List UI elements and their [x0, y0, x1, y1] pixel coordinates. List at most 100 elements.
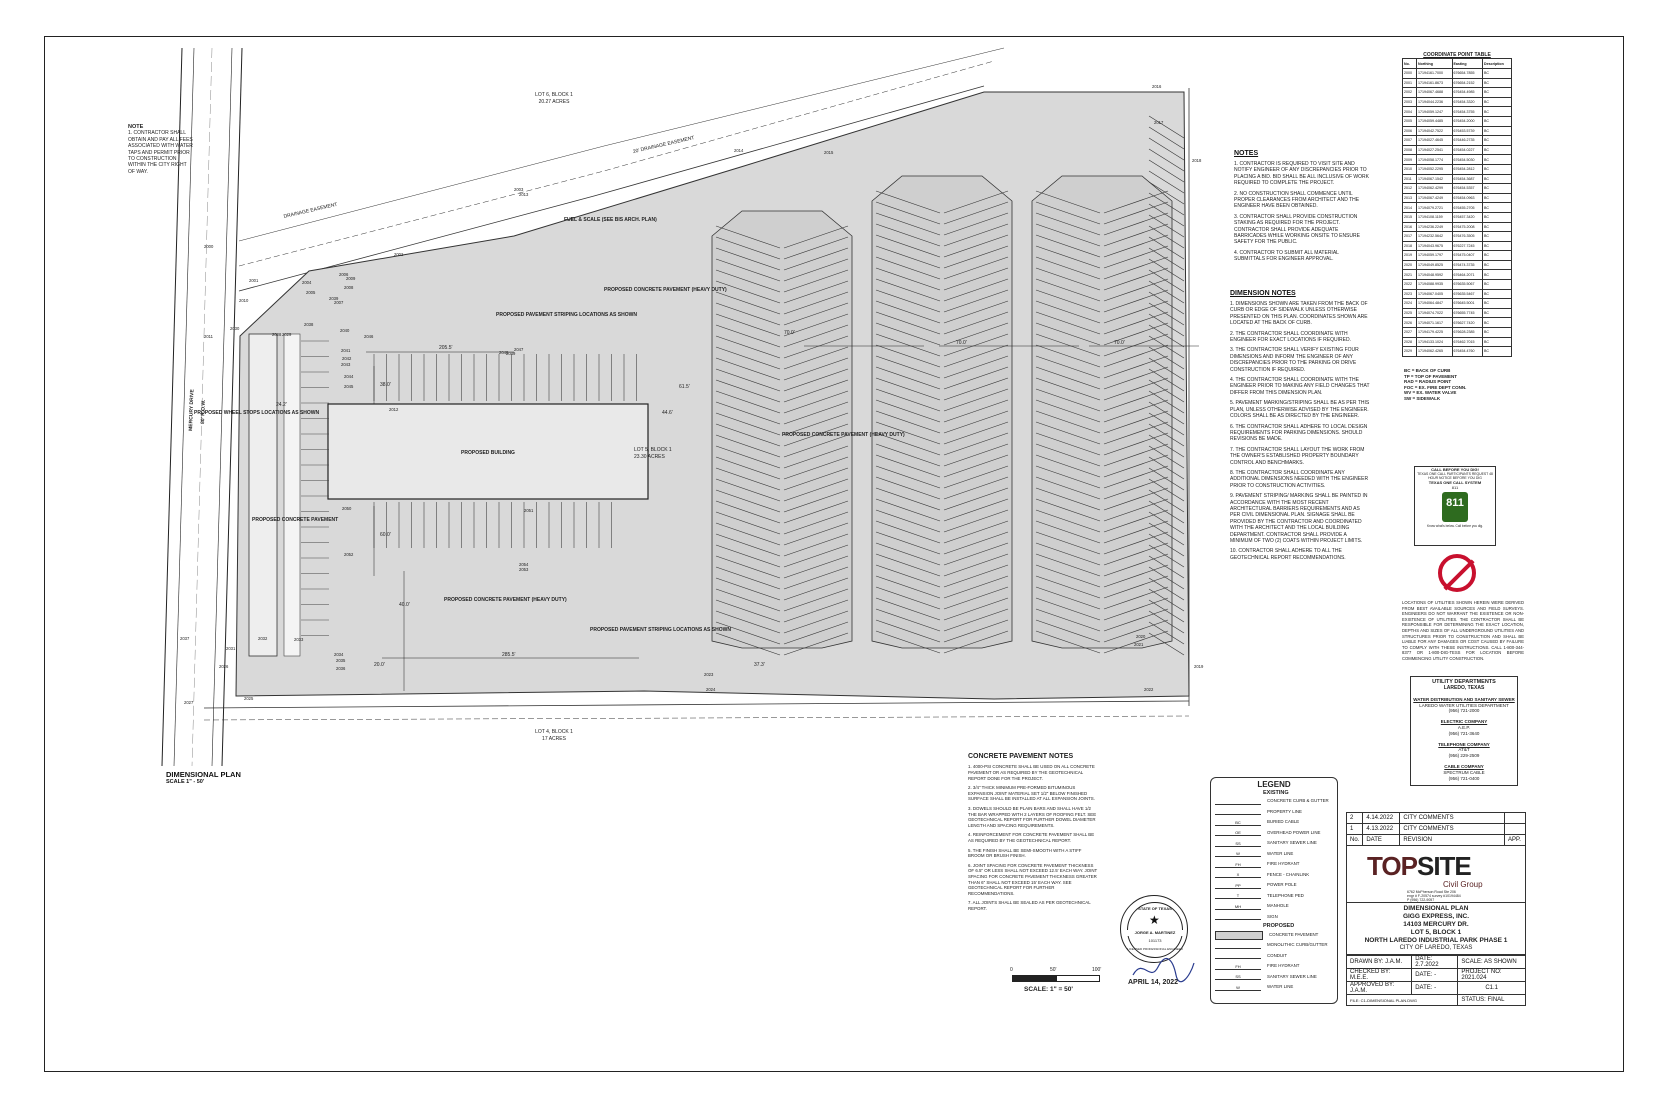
legend-symbol [1215, 914, 1261, 921]
wheel-stops-label: PROPOSED WHEEL STOPS LOCATIONS AS SHOWN [194, 410, 319, 416]
engineer-signature-icon [1132, 957, 1195, 983]
notes-block: NOTES 1. CONTRACTOR IS REQUIRED TO VISIT… [1234, 150, 1369, 263]
plan-labels: LOT 6, BLOCK 1 20.27 ACRES 20' DRAINAGE … [188, 92, 1125, 742]
trailer-stall-line [715, 379, 781, 403]
point-label: 2018 [1192, 158, 1202, 163]
trailer-stall-line [943, 344, 1009, 368]
trailer-stall-line [715, 236, 781, 260]
dim-note-1: 1. DIMENSIONS SHOWN ARE TAKEN FROM THE B… [1230, 301, 1368, 327]
trailer-stall-group [715, 225, 849, 656]
east-stall-group [1148, 115, 1185, 656]
call811-badge-text: 811 [1446, 497, 1464, 509]
utility-org: SPECTRUM CABLE [1443, 769, 1485, 775]
trailer-stall-line [1148, 489, 1185, 513]
trailer-stall-line [1103, 454, 1169, 478]
coord-col-easting: Easting [1451, 58, 1484, 69]
point-label: 2021 [1134, 642, 1144, 647]
lot-north-area: 20.27 ACRES [539, 99, 571, 105]
trailer-stall-line [1035, 476, 1101, 500]
coord-cell: 676454.4760 [1451, 346, 1484, 357]
trailer-stall-line [875, 311, 941, 335]
trailer-stall-line [1148, 335, 1185, 359]
drawn-date: DATE: 2.7.2022 [1411, 955, 1459, 969]
coord-cell: 17194133.1024 [1415, 336, 1453, 348]
building-label: PROPOSED BUILDING [461, 450, 515, 456]
coord-cell: BC [1482, 96, 1512, 108]
trailer-stall-group [1035, 190, 1169, 654]
abbreviation-item: BC = BACK OF CURB [1404, 368, 1451, 373]
striping-label-2: PROPOSED PAVEMENT STRIPING LOCATIONS AS … [590, 627, 731, 633]
trailer-stall-line [1148, 599, 1185, 623]
trailer-stall-line [1103, 212, 1169, 236]
trailer-stall-line [1035, 289, 1101, 313]
dim-3: 70.0' [956, 340, 967, 346]
company-logo-icon: TOPSITE [1367, 851, 1472, 881]
legend-label: SIGN [1267, 913, 1278, 919]
coord-cell: 17194067.0405 [1415, 288, 1453, 300]
trailer-stall-line [875, 553, 941, 577]
coord-cell: 17194059.1797 [1415, 250, 1453, 261]
coord-cell: 2017 [1402, 231, 1417, 242]
coord-cell: 676628.2385 [1451, 327, 1484, 338]
dim-12: 20.0' [374, 662, 385, 668]
trailer-stall-line [1148, 632, 1185, 656]
trailer-island [711, 210, 853, 649]
trailer-stall-line [783, 522, 849, 546]
coord-cell: BC [1482, 183, 1512, 194]
trailer-stall-line [783, 324, 849, 348]
seal-name: JORGE A. MARTINEZ [1125, 930, 1185, 937]
pavement-note-item: 7. ALL JOINTS SHALL BE SEALED AS PER GEO… [968, 900, 1091, 911]
coordinate-point-table: COORDINATE POINT TABLE No. Northing East… [1402, 52, 1512, 357]
trailer-stall-line [1148, 423, 1185, 447]
notes-item-2: 2. NO CONSTRUCTION SHALL COMMENCE UNTIL … [1234, 190, 1360, 210]
trailer-stall-line [783, 423, 849, 447]
trailer-stall-line [715, 390, 781, 414]
trailer-stall-line [783, 379, 849, 403]
trailer-stall-line [715, 324, 781, 348]
coord-cell: 676474.3735 [1451, 259, 1484, 271]
coord-cell: 17194027.4645 [1415, 135, 1453, 146]
dim-1: 205.5' [439, 345, 453, 351]
point-label: 2035 [336, 658, 346, 663]
pavement-note-item: 2. 3/4" THICK MINIMUM PRE-FORMED BITUMIN… [968, 785, 1095, 802]
trailer-stall-line [783, 390, 849, 414]
pavement-label: PROPOSED CONCRETE PAVEMENT [252, 517, 338, 523]
point-label: 2020 [1136, 634, 1146, 639]
trailer-stall-line [1035, 498, 1101, 522]
plan-scale: SCALE 1" - 50' [166, 779, 205, 785]
coord-cell: 676475.2008 [1451, 221, 1484, 233]
trailer-stall-line [875, 608, 941, 632]
coord-cell: 2028 [1402, 336, 1417, 348]
dim-note-2: 2. THE CONTRACTOR SHALL COORDINATE WITH … [1230, 330, 1351, 344]
trailer-stall-line [943, 619, 1009, 643]
coord-cell: BC [1482, 202, 1512, 213]
trailer-stall-line [1103, 630, 1169, 654]
coord-cell: 676454.5357 [1451, 183, 1484, 194]
trailer-stall-line [1148, 621, 1185, 645]
trailer-stall-line [875, 421, 941, 445]
trailer-stall-line [875, 630, 941, 654]
coord-cell: 2025 [1402, 307, 1417, 319]
trailer-stall-line [715, 280, 781, 304]
trailer-stall-line [1035, 212, 1101, 236]
dim-note-7: 7. THE CONTRACTOR SHALL LAYOUT THE WORK … [1230, 446, 1365, 466]
pavement-heavy-label-2: PROPOSED CONCRETE PAVEMENT (HEAVY DUTY) [782, 432, 905, 438]
trailer-stall-line [1148, 181, 1185, 205]
trailer-stall-line [783, 401, 849, 425]
point-label: 2014 [734, 148, 744, 153]
trailer-stall-line [1148, 302, 1185, 326]
legend-label: PROPERTY LINE [1267, 808, 1302, 814]
trailer-stall-line [1103, 322, 1169, 346]
coord-cell: 2029 [1402, 346, 1417, 357]
trailer-stall-line [875, 465, 941, 489]
trailer-stall-line [943, 630, 1009, 654]
trailer-stall-line [875, 509, 941, 533]
trailer-stall-line [1103, 366, 1169, 390]
trailer-stall-line [1103, 289, 1169, 313]
logo-site-text: SITE [1416, 851, 1472, 881]
notes-item-1: 1. CONTRACTOR IS REQUIRED TO VISIT SITE … [1234, 161, 1369, 187]
utility-departments-box: UTILITY DEPARTMENTS LAREDO, TEXAS WATER … [1410, 676, 1518, 787]
